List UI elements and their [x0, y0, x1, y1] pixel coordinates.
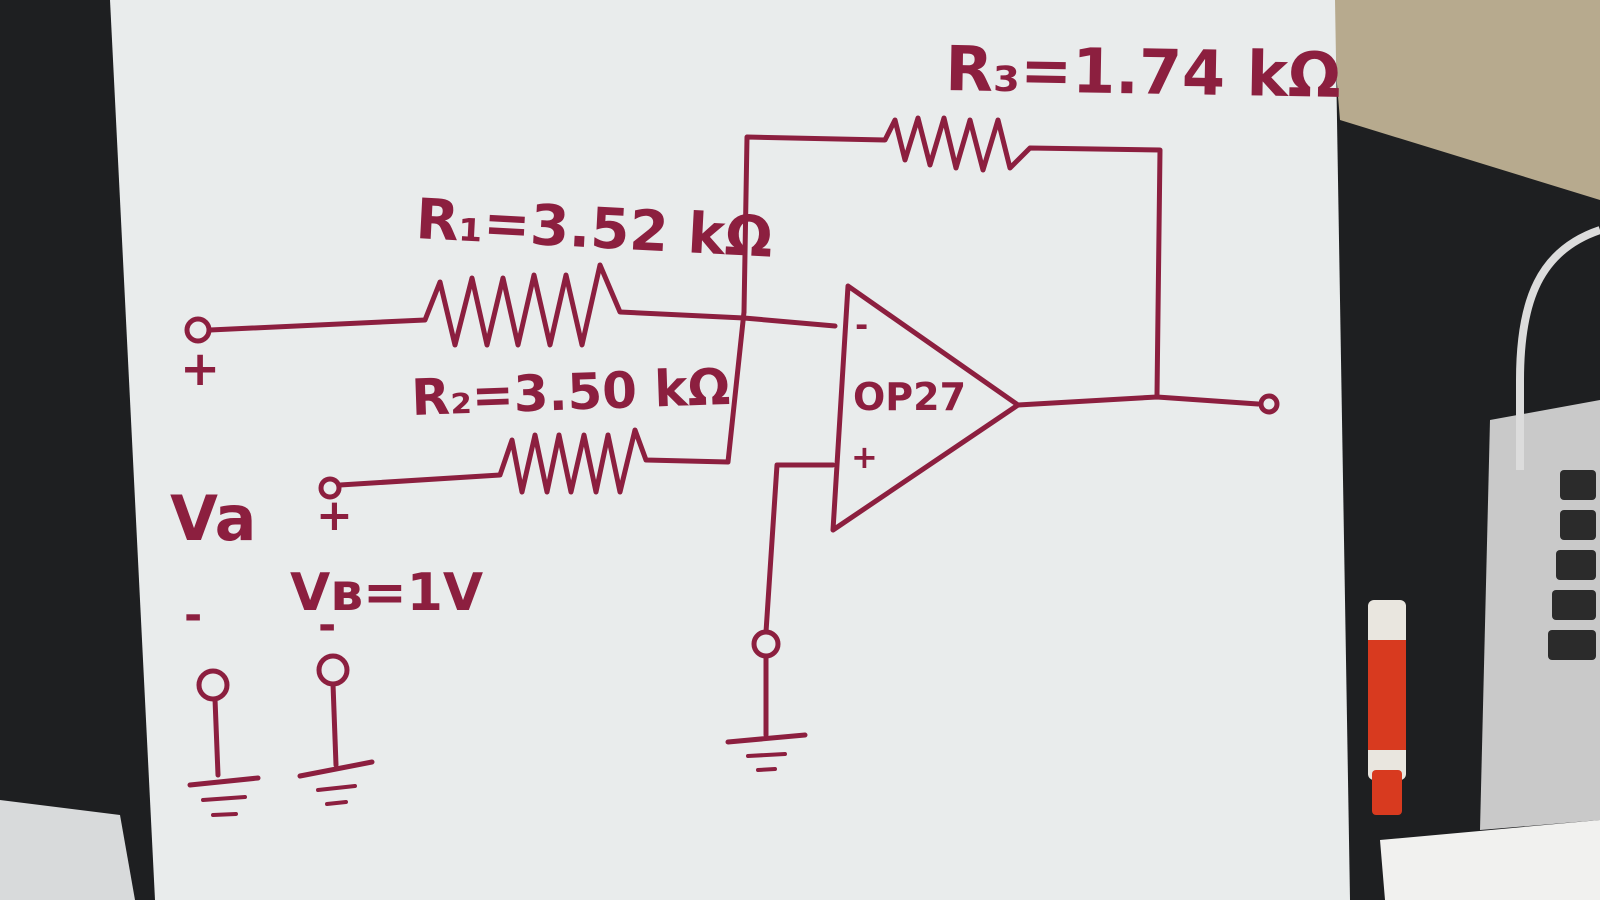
tissue — [0, 800, 135, 900]
ground-icon — [725, 732, 808, 772]
noninverting-wire — [763, 462, 836, 635]
output-wire — [1015, 394, 1261, 408]
vb-ground-icon — [297, 759, 375, 806]
vb-minus-sign: - — [318, 600, 336, 651]
paper-sheet — [1380, 820, 1600, 900]
vb-plus-sign: + — [316, 490, 353, 541]
output-terminal — [1258, 393, 1280, 415]
va-label: Va — [170, 482, 256, 555]
va-minus-sign: - — [184, 590, 202, 641]
minus-pin-label: - — [855, 306, 868, 344]
plus-pin-label: + — [851, 438, 878, 476]
va-ground-wire — [212, 696, 221, 778]
r2-label: R₂=3.50 kΩ — [410, 358, 731, 427]
r2-resistor — [337, 309, 747, 495]
r3-label: R₃=1.74 kΩ — [945, 32, 1342, 112]
opamp-label: OP27 — [853, 375, 966, 419]
laptop — [1480, 226, 1600, 830]
vb-label: Vʙ=1V — [290, 563, 483, 623]
va-ground-icon — [187, 775, 261, 817]
r3-resistor — [741, 115, 1163, 398]
vb-ground-wire — [330, 681, 339, 768]
opamp-symbol — [830, 283, 1021, 533]
vb-plus-terminal — [318, 476, 342, 500]
marker — [1368, 600, 1406, 815]
va-plus-sign: + — [180, 341, 220, 397]
tabletop-corner — [1330, 0, 1600, 200]
r1-resistor — [207, 262, 838, 348]
